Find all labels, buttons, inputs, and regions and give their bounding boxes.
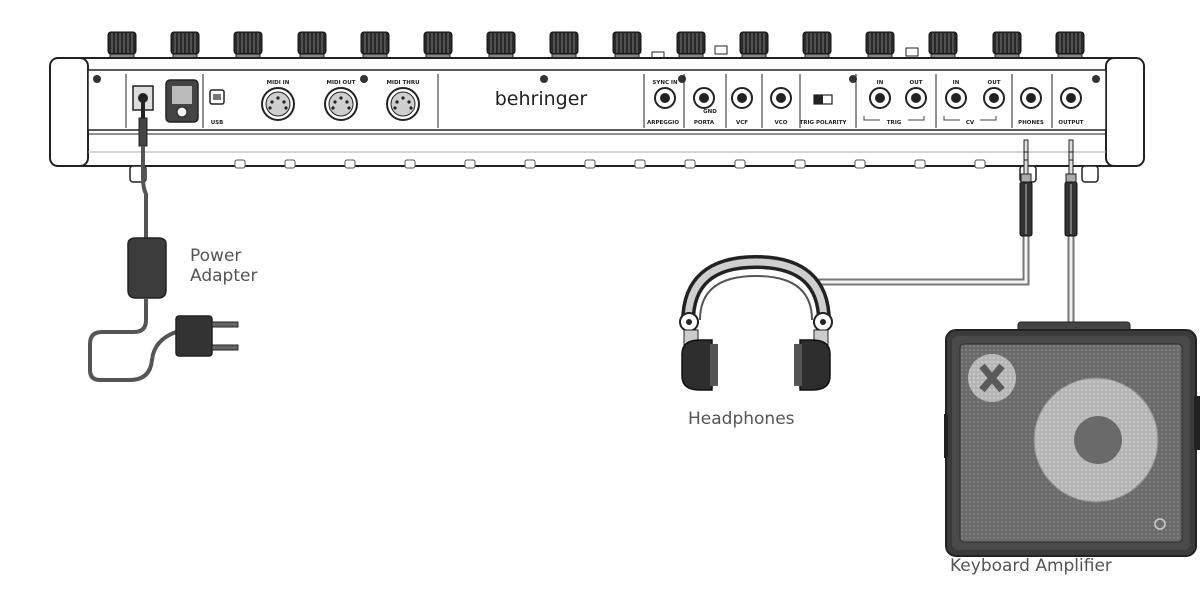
knob[interactable] bbox=[549, 31, 579, 61]
foot-nub bbox=[914, 159, 926, 169]
knob[interactable] bbox=[423, 31, 453, 61]
keyboard-amplifier-illustration bbox=[944, 321, 1200, 557]
power-adapter-caption-line2: Adapter bbox=[190, 266, 258, 286]
knob[interactable] bbox=[360, 31, 390, 61]
midi-ports bbox=[261, 87, 420, 121]
audio-jack bbox=[869, 87, 891, 109]
screw bbox=[93, 75, 101, 83]
knob[interactable] bbox=[802, 31, 832, 61]
synth-rear-panel: behringer USB MIDI IN MIDI OUT MIDI THRU SYN… bbox=[49, 57, 1145, 183]
jack-label-cv: CV bbox=[966, 120, 975, 126]
knob[interactable] bbox=[739, 31, 769, 61]
foot-nub bbox=[974, 159, 986, 169]
brand-logo: behringer bbox=[495, 88, 588, 110]
jack-labels: USB MIDI IN MIDI OUT MIDI THRU SYNC IN ARPEGG… bbox=[211, 80, 1084, 126]
headphones-caption: Headphones bbox=[688, 409, 795, 429]
midi-din-port bbox=[386, 87, 420, 121]
jack-label-porta: PORTA bbox=[694, 120, 715, 126]
jack-label-sync-in: SYNC IN bbox=[652, 80, 678, 86]
jack-label-trig-polarity: TRIG POLARITY bbox=[800, 120, 848, 126]
jack-label-vco: VCO bbox=[775, 120, 788, 126]
foot-nub bbox=[344, 159, 356, 169]
jack-label-midi-thru: MIDI THRU bbox=[386, 80, 419, 86]
headphones-illustration bbox=[679, 254, 833, 391]
knob[interactable] bbox=[865, 31, 895, 61]
jack-label-output: OUTPUT bbox=[1058, 120, 1083, 126]
jack-label-trig-out: OUT bbox=[910, 80, 923, 86]
group-brackets bbox=[863, 116, 997, 121]
trig-polarity-switch[interactable] bbox=[813, 94, 833, 105]
jack-label-arpeggio: ARPEGGIO bbox=[647, 120, 679, 126]
audio-jack bbox=[1020, 87, 1042, 109]
audio-jack bbox=[654, 87, 676, 109]
midi-din-port bbox=[324, 87, 358, 121]
foot-nub bbox=[404, 159, 416, 169]
jack-label-vcf: VCF bbox=[736, 120, 748, 126]
foot-nub bbox=[734, 159, 746, 169]
audio-jack bbox=[693, 87, 715, 109]
midi-din-port bbox=[261, 87, 295, 121]
screw bbox=[1092, 75, 1100, 83]
knob[interactable] bbox=[233, 31, 263, 61]
audio-jack bbox=[905, 87, 927, 109]
jack-label-midi-in: MIDI IN bbox=[267, 80, 290, 86]
foot-nub bbox=[684, 159, 696, 169]
audio-jack bbox=[945, 87, 967, 109]
knob[interactable] bbox=[676, 31, 706, 61]
audio-cables bbox=[812, 139, 1078, 326]
foot-nub bbox=[584, 159, 596, 169]
keyboard-amplifier-caption: Keyboard Amplifier bbox=[950, 556, 1112, 576]
jack-label-cv-out: OUT bbox=[988, 80, 1001, 86]
foot-nub bbox=[234, 159, 246, 169]
foot-nub bbox=[464, 159, 476, 169]
knob[interactable] bbox=[992, 31, 1022, 61]
panel-dividers bbox=[125, 74, 1053, 128]
panel-switch[interactable] bbox=[714, 45, 728, 55]
screw bbox=[540, 75, 548, 83]
knob[interactable] bbox=[107, 31, 137, 61]
foot-nub bbox=[794, 159, 806, 169]
jack-label-gnd: GND bbox=[703, 109, 717, 115]
jack-label-cv-in: IN bbox=[953, 80, 960, 86]
jack-label-phones: PHONES bbox=[1018, 120, 1044, 126]
audio-jack bbox=[770, 87, 792, 109]
foot bbox=[1081, 165, 1099, 183]
screw bbox=[678, 75, 686, 83]
screw bbox=[360, 75, 368, 83]
foot-nub bbox=[284, 159, 296, 169]
knob[interactable] bbox=[612, 31, 642, 61]
knob-row bbox=[107, 31, 1085, 61]
quarter-inch-plug bbox=[1064, 139, 1078, 237]
foot-nub bbox=[854, 159, 866, 169]
quarter-inch-jacks bbox=[654, 87, 1082, 109]
knob[interactable] bbox=[1055, 31, 1085, 61]
power-adapter bbox=[88, 98, 239, 382]
audio-jack bbox=[1060, 87, 1082, 109]
jack-label-trig-in: IN bbox=[877, 80, 884, 86]
jack-label-trig: TRIG bbox=[887, 120, 902, 126]
jack-label-midi-out: MIDI OUT bbox=[327, 80, 356, 86]
knob[interactable] bbox=[170, 31, 200, 61]
foot-nub bbox=[524, 159, 536, 169]
power-adapter-caption-line1: Power bbox=[190, 246, 242, 266]
knob[interactable] bbox=[928, 31, 958, 61]
audio-jack bbox=[983, 87, 1005, 109]
knob[interactable] bbox=[486, 31, 516, 61]
quarter-inch-plug bbox=[1019, 139, 1033, 237]
audio-jack bbox=[731, 87, 753, 109]
screw bbox=[849, 75, 857, 83]
knob[interactable] bbox=[297, 31, 327, 61]
power-adapter-caption: Power Adapter bbox=[190, 246, 257, 286]
jack-label-usb: USB bbox=[211, 120, 224, 126]
usb-b-port bbox=[165, 79, 225, 123]
foot-nub bbox=[634, 159, 646, 169]
panel-switch[interactable] bbox=[905, 47, 919, 57]
